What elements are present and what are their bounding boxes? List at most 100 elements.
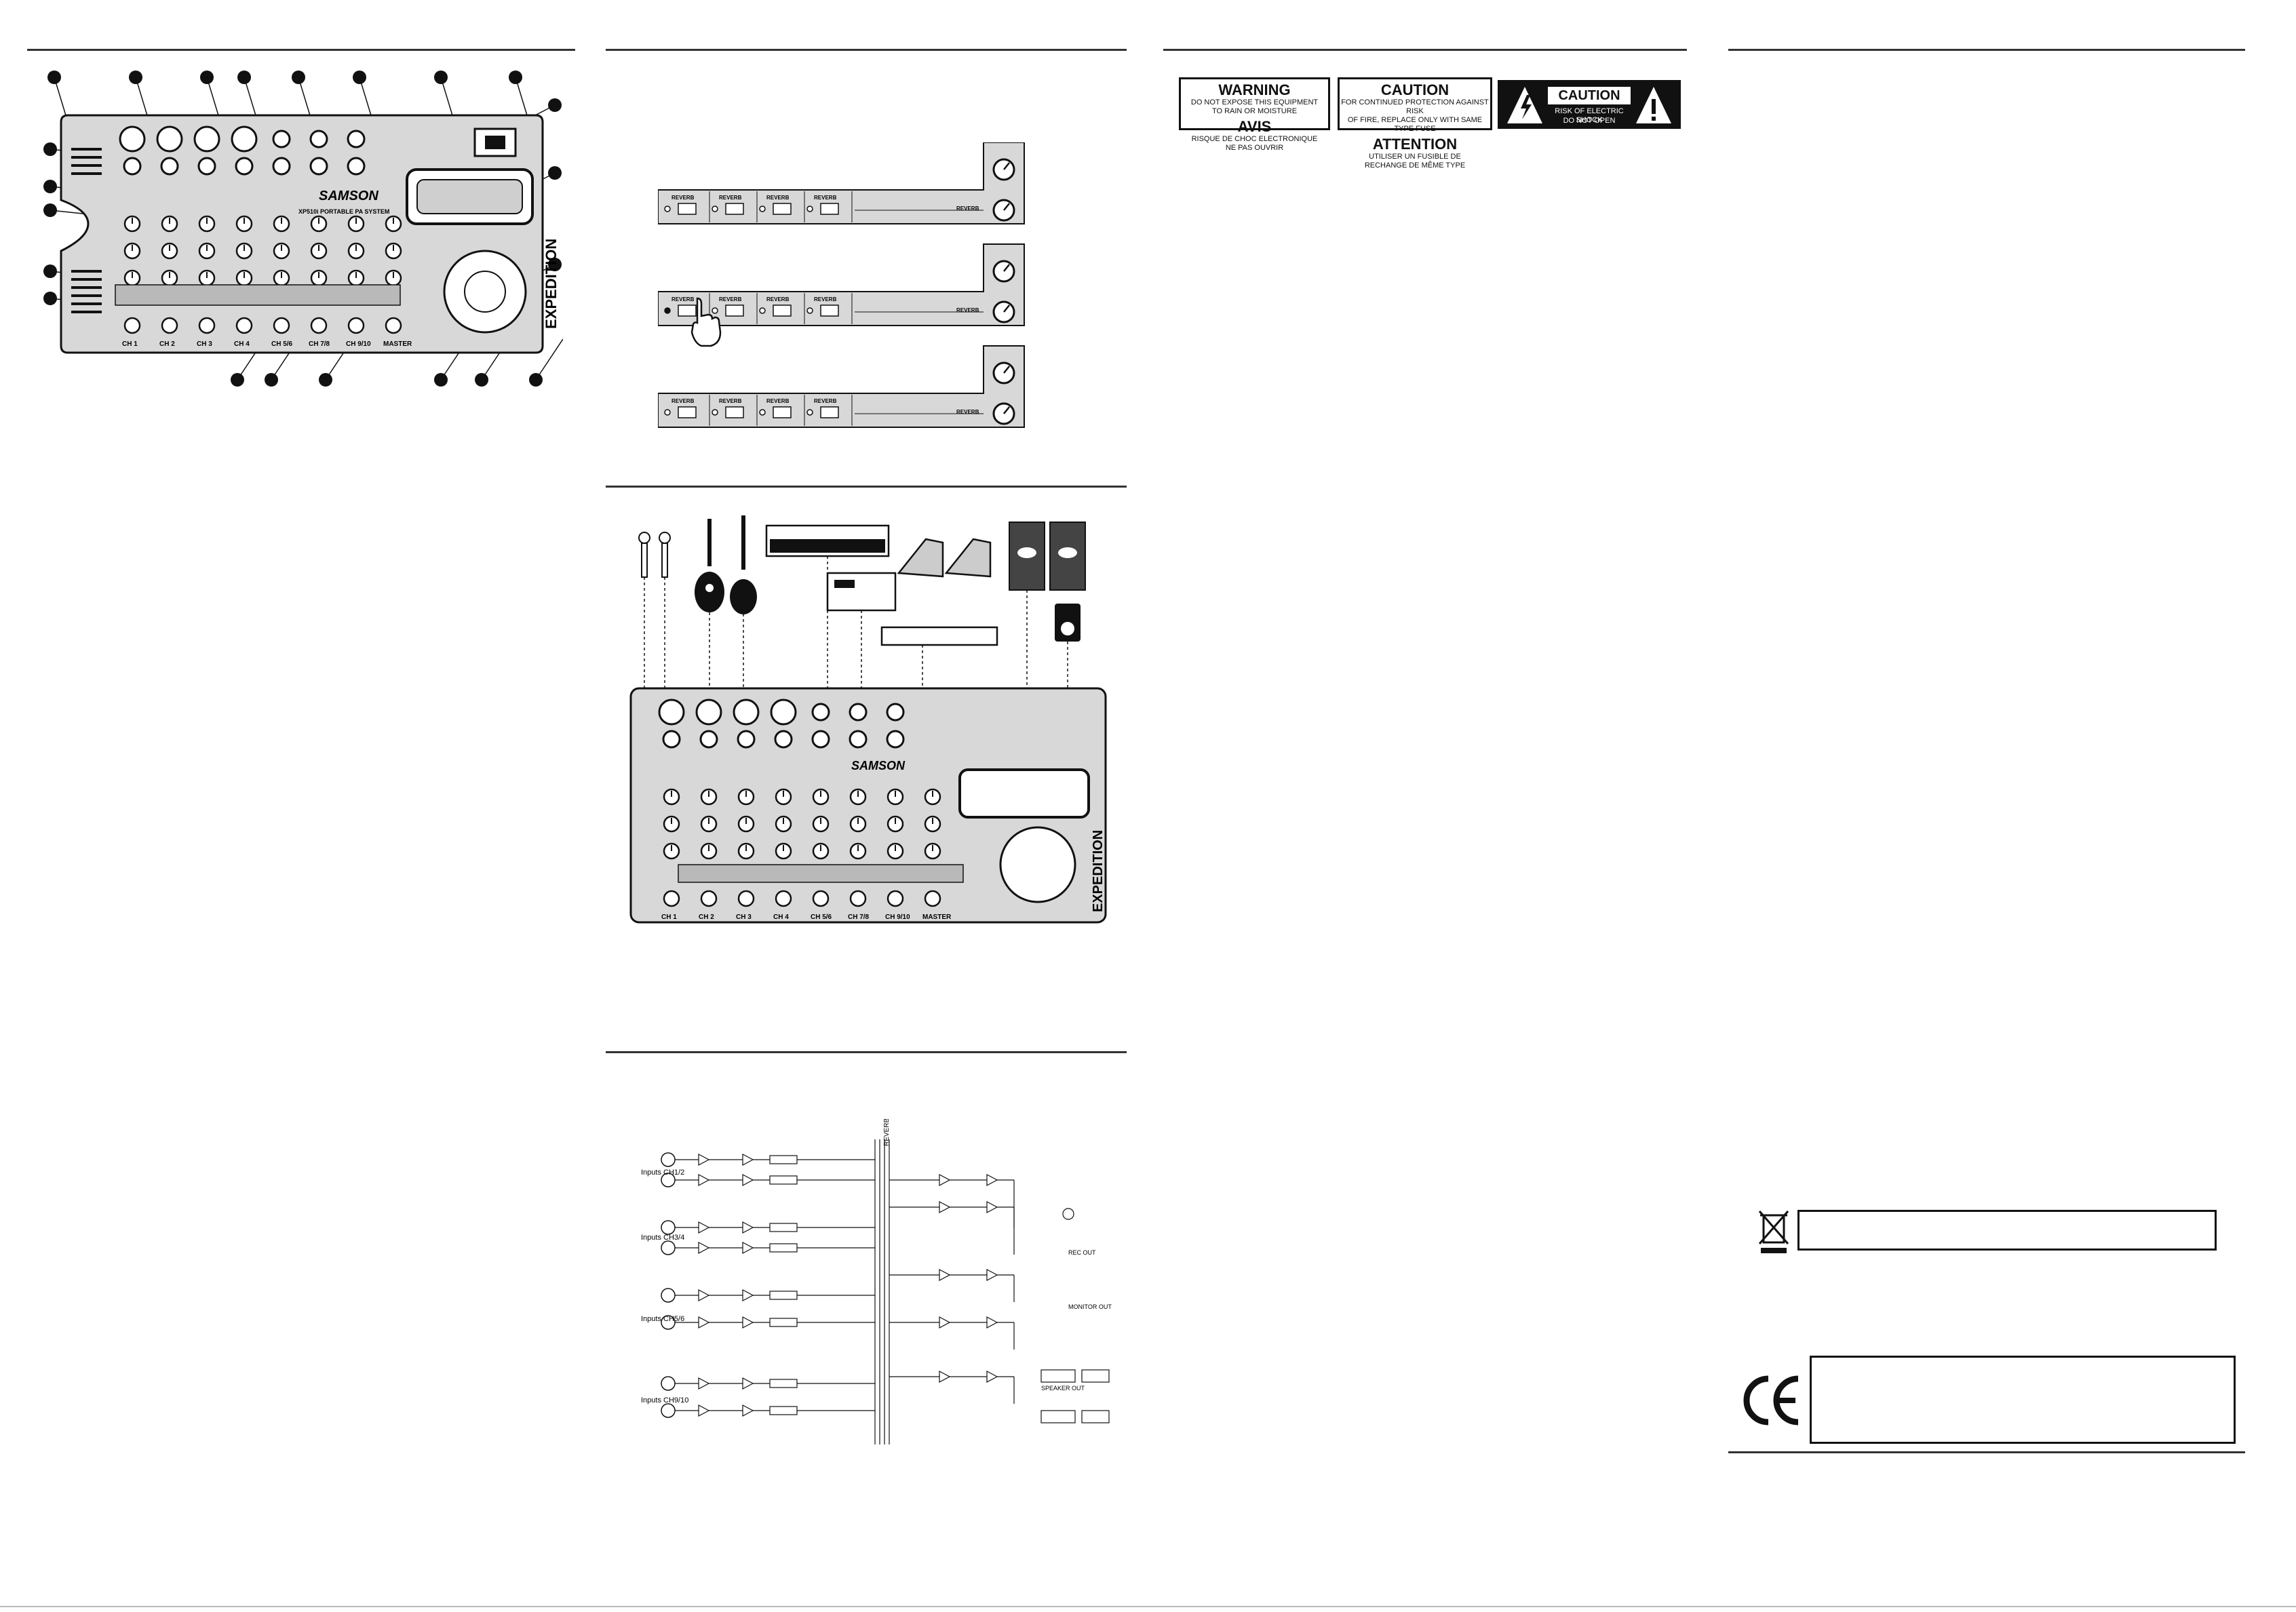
xlr-jack: [695, 699, 722, 726]
effects-unit-icon: [826, 572, 897, 612]
reverb-button-label: REVERB: [766, 195, 790, 201]
channel-label: CH 3: [736, 913, 752, 921]
volume-knob: [924, 890, 941, 907]
channel-knobs: [663, 788, 941, 907]
channel-label: CH 5/6: [811, 913, 832, 921]
xlr-jack: [156, 125, 183, 153]
shock-line1: RISK OF ELECTRIC SHOCK: [1555, 107, 1624, 124]
speaker-cabinet-icon: [1009, 522, 1086, 591]
caution-line3: UTILISER UN FUSIBLE DE: [1369, 153, 1461, 161]
channel-label: CH 5/6: [271, 340, 293, 348]
warning-line2: TO RAIN OR MOISTURE: [1211, 107, 1298, 115]
reverb-button-label: REVERB: [672, 296, 695, 302]
col4-top-rule: [1728, 49, 2245, 51]
reverb-knob-label: REVERB: [956, 409, 979, 415]
col2-top-rule: [606, 49, 1127, 51]
microphone-icon: [638, 532, 671, 578]
amplifier-icon: [880, 626, 998, 646]
caution-fuse-box: CAUTION FOR CONTINUED PROTECTION AGAINST…: [1338, 77, 1492, 170]
channel-labels: CH 1 CH 2 CH 3 CH 4 CH 5/6 CH 7/8 CH 9/10 MASTE…: [661, 913, 952, 921]
xlr-jack: [193, 125, 220, 153]
xlr-jack: [658, 699, 685, 726]
warning-title2: AVIS: [1237, 118, 1272, 135]
volume-knob: [235, 317, 253, 334]
volume-knob: [273, 317, 290, 334]
connection-diagram: SAMSON EXPEDITION CH 1 CH 2 CH 3 CH 4 CH 5/6…: [629, 515, 1107, 924]
electric-guitar-icon: [730, 515, 757, 614]
block-diagram: REVERB Inputs CH1/2 Inputs CH3/4 Inputs …: [641, 1119, 1112, 1444]
volume-knob: [700, 890, 718, 907]
xlr-jack: [733, 699, 760, 726]
caution-title2: ATTENTION: [1372, 136, 1458, 153]
col3-top-rule: [1163, 49, 1687, 51]
input-label-ch3-4: Inputs CH3/4: [641, 1234, 684, 1242]
volume-knob: [812, 890, 830, 907]
col2-rule-2: [606, 486, 1127, 488]
channel-label: CH 2: [159, 340, 175, 348]
shock-title: CAUTION: [1558, 88, 1620, 103]
channel-label: CH 4: [773, 913, 789, 921]
volume-knob: [347, 317, 365, 334]
warning-title: WARNING: [1218, 81, 1291, 98]
volume-knob: [123, 317, 141, 334]
ce-mark-icon: [1741, 1373, 1802, 1436]
bus-label: REVERB: [883, 1119, 891, 1146]
output-label-speaker: SPEAKER OUT: [1041, 1385, 1085, 1392]
col4-bottom-rule: [1728, 1451, 2245, 1453]
input-jacks: [119, 125, 366, 176]
weee-bin-icon: [1758, 1211, 1789, 1253]
reverb-button-label: REVERB: [672, 398, 695, 404]
reverb-button-label: REVERB: [766, 296, 790, 302]
brand-logo: SAMSON: [851, 759, 906, 772]
reverb-button-label: REVERB: [814, 195, 837, 201]
output-label-rec: REC OUT: [1068, 1249, 1096, 1256]
product-line-text: EXPEDITION: [543, 239, 560, 329]
channel-label: CH 9/10: [346, 340, 371, 348]
channel-label: CH 7/8: [848, 913, 870, 921]
reverb-button-label: REVERB: [766, 398, 790, 404]
volume-knob: [737, 890, 755, 907]
caution-title: CAUTION: [1380, 81, 1449, 98]
channel-label: CH 1: [661, 913, 677, 921]
channel-label: MASTER: [383, 340, 412, 348]
shock-caution-box: CAUTION RISK OF ELECTRIC SHOCK DO NOT OP…: [1498, 80, 1681, 129]
col2-rule-3: [606, 1051, 1127, 1053]
caution-line1: FOR CONTINUED PROTECTION AGAINST RISK: [1341, 98, 1489, 115]
floor-monitor-icon: [897, 538, 992, 578]
model-text: XP510i PORTABLE PA SYSTEM: [298, 208, 389, 215]
volume-knob: [198, 317, 216, 334]
channel-label: CH 7/8: [309, 340, 330, 348]
brand-logo: SAMSON: [319, 189, 378, 203]
warning-line3: RISQUE DE CHOC ELECTRONIQUE: [1191, 135, 1318, 143]
volume-knob: [385, 317, 402, 334]
channel-label: CH 2: [699, 913, 714, 921]
caution-line4: RECHANGE DE MÊME TYPE: [1364, 161, 1466, 170]
keyboard-icon: [765, 524, 890, 557]
product-line-text: EXPEDITION: [1091, 830, 1106, 912]
mixer-panel-diagram: SAMSON XP510i PORTABLE PA SYSTEM EXPEDIT…: [43, 71, 563, 387]
reverb-strip-steps: REVERB REVERB REVERB REVERB REVERB REVERB REVE…: [658, 142, 1025, 428]
reverb-button-label: REVERB: [814, 398, 837, 404]
reverb-strip: [658, 142, 1025, 224]
warning-line4: NE PAS OUVRIR: [1225, 144, 1284, 152]
hand-pointer-icon: [690, 297, 722, 347]
ce-text-box: [1810, 1356, 2236, 1444]
channel-label: MASTER: [922, 913, 952, 921]
left-vent: [71, 148, 102, 313]
channel-label: CH 9/10: [885, 913, 910, 921]
xlr-jack: [231, 125, 258, 153]
reverb-knob-label: REVERB: [956, 205, 979, 212]
volume-knob: [310, 317, 328, 334]
weee-text-box: [1797, 1210, 2217, 1251]
acoustic-guitar-icon: [695, 519, 724, 612]
output-label-monitor: MONITOR OUT: [1068, 1303, 1112, 1310]
col1-top-rule: [27, 49, 575, 51]
channel-label: CH 1: [122, 340, 138, 348]
reverb-strip: [658, 345, 1025, 428]
page-bottom-line: [0, 1606, 2296, 1607]
volume-knob: [775, 890, 792, 907]
input-label-ch5-6: Inputs CH5/6: [641, 1315, 684, 1323]
reverb-button-label: REVERB: [719, 398, 742, 404]
reverb-button-label: REVERB: [719, 296, 742, 302]
